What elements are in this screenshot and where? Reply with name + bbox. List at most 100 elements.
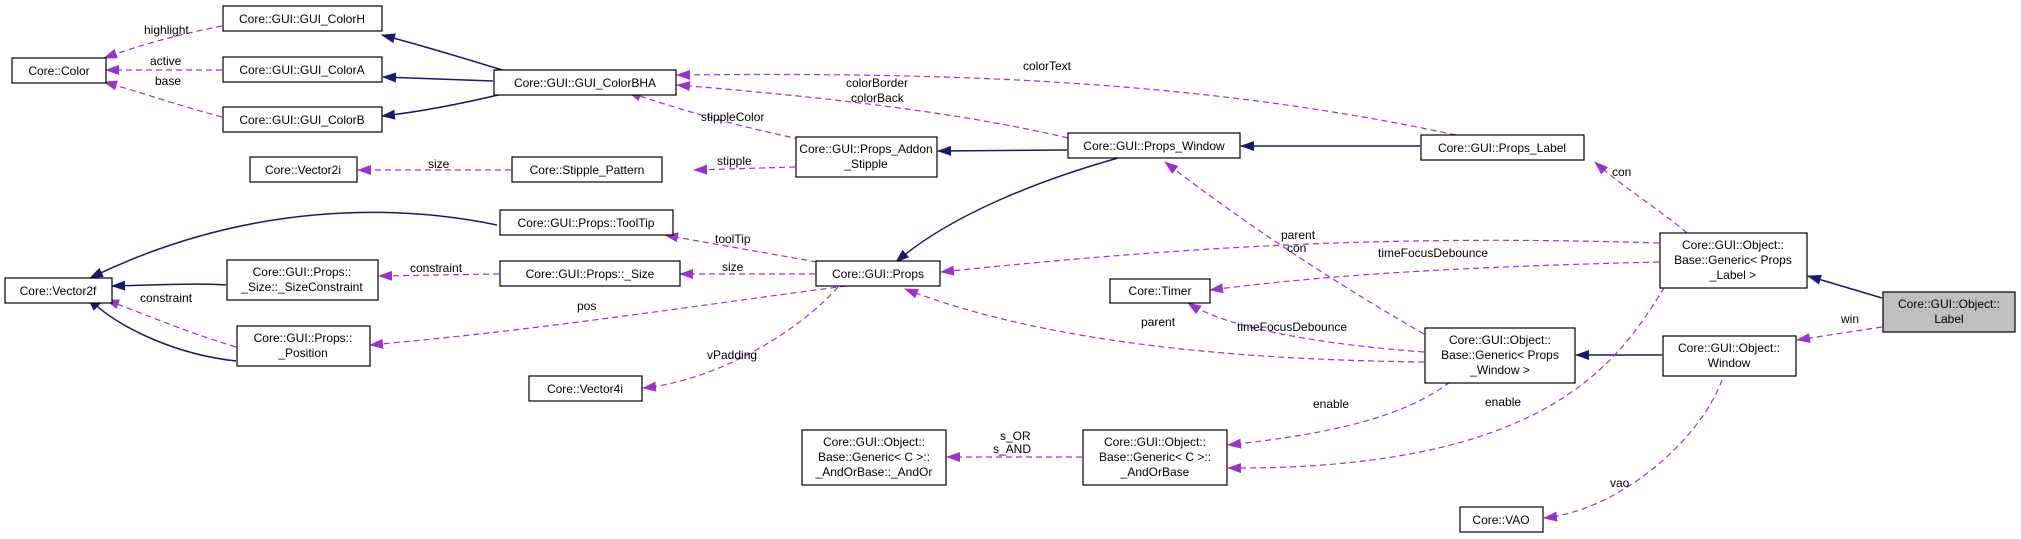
edge-label-s-or: s_OR bbox=[1000, 429, 1031, 443]
edge-label-win: win bbox=[1840, 312, 1859, 326]
node-props-size[interactable]: Core::GUI::Props::_Size bbox=[499, 260, 681, 287]
node-label: Core::GUI::Object:: bbox=[1449, 333, 1551, 347]
node-label: Core::GUI::GUI_ColorA bbox=[239, 63, 364, 77]
node-label: Core::GUI::Props::ToolTip bbox=[518, 216, 655, 230]
node-label: Core::GUI::Object:: bbox=[1104, 435, 1206, 449]
node-label: Core::GUI::GUI_ColorBHA bbox=[514, 76, 656, 90]
edge-label-tooltip: toolTip bbox=[715, 232, 751, 246]
node-label: Core::GUI::GUI_ColorB bbox=[239, 113, 364, 127]
edge-label-stipplecolor: stippleColor bbox=[701, 110, 764, 124]
edge-stipplecolor bbox=[627, 91, 821, 144]
node-size-constraint[interactable]: Core::GUI::Props:: _Size::_SizeConstrain… bbox=[226, 259, 379, 301]
edge-colortext bbox=[676, 69, 1457, 136]
edge-enable-genericwindow bbox=[1227, 381, 1451, 449]
node-props-window[interactable]: Core::GUI::Props_Window bbox=[1067, 132, 1241, 159]
edge-parent-genericwindow bbox=[904, 288, 1425, 363]
node-label: _AndOrBase bbox=[1120, 465, 1190, 479]
edge-highlight bbox=[103, 25, 223, 59]
edge-label-timefocus-genericlabel: timeFocusDebounce bbox=[1378, 246, 1488, 260]
nodes: Core::Color Core::GUI::GUI_ColorH Core::… bbox=[4, 5, 2016, 533]
node-core-timer[interactable]: Core::Timer bbox=[1109, 278, 1211, 304]
node-gui-colorb[interactable]: Core::GUI::GUI_ColorB bbox=[222, 106, 383, 133]
node-label: Core::Color bbox=[28, 64, 89, 78]
edge-labels: highlight active base colorText colorBor… bbox=[140, 23, 1859, 490]
node-label: Core::Timer bbox=[1129, 284, 1192, 298]
edge-colorbha-to-colorh bbox=[381, 33, 516, 75]
edge-colorborder bbox=[676, 81, 1069, 139]
node-label: Core::VAO bbox=[1472, 513, 1529, 527]
node-label: Core::GUI::Props:: bbox=[254, 331, 353, 345]
node-object-window[interactable]: Core::GUI::Object:: Window bbox=[1662, 335, 1797, 377]
node-label: Core::Vector2i bbox=[265, 163, 341, 177]
node-label: Base::Generic< Props bbox=[1441, 348, 1559, 362]
edge-timefocus-genericlabel bbox=[1209, 261, 1660, 294]
edge-label-colorborder: colorBorder bbox=[846, 76, 908, 90]
node-label: _Position bbox=[277, 346, 327, 360]
edge-label-highlight: highlight bbox=[144, 23, 189, 37]
node-stipple-pattern[interactable]: Core::Stipple_Pattern bbox=[511, 156, 663, 183]
node-label: Core::Stipple_Pattern bbox=[530, 163, 645, 177]
edge-label-constraint-size: constraint bbox=[410, 261, 463, 275]
node-andor[interactable]: Core::GUI::Object:: Base::Generic< C >::… bbox=[801, 429, 947, 486]
node-core-vao[interactable]: Core::VAO bbox=[1459, 506, 1544, 533]
node-core-vector4i[interactable]: Core::Vector4i bbox=[528, 375, 643, 402]
node-core-color[interactable]: Core::Color bbox=[11, 57, 107, 84]
edge-label-size-props: size bbox=[722, 260, 744, 274]
node-label: Core::GUI::GUI_ColorH bbox=[239, 12, 365, 26]
node-object-label[interactable]: Core::GUI::Object:: Label bbox=[1882, 291, 2016, 333]
edge-parent-genericlabel bbox=[940, 239, 1660, 276]
node-label: Core::GUI::Object:: bbox=[1678, 341, 1780, 355]
edge-con-propslabel bbox=[1594, 161, 1688, 234]
node-label: Base::Generic< C >:: bbox=[1099, 450, 1211, 464]
node-props-position[interactable]: Core::GUI::Props:: _Position bbox=[236, 325, 371, 367]
node-label: Core::Vector2f bbox=[20, 284, 97, 298]
node-core-vector2f[interactable]: Core::Vector2f bbox=[4, 277, 113, 304]
node-label: Core::GUI::Object:: bbox=[1898, 297, 2000, 311]
node-gui-props[interactable]: Core::GUI::Props bbox=[815, 260, 941, 287]
node-gui-colorh[interactable]: Core::GUI::GUI_ColorH bbox=[222, 5, 383, 32]
node-core-vector2i[interactable]: Core::Vector2i bbox=[249, 156, 358, 183]
edge-position-to-vector2f bbox=[87, 297, 237, 362]
node-label: Core::GUI::Object:: bbox=[823, 435, 925, 449]
edge-enable-genericlabel bbox=[1227, 261, 1681, 474]
edge-label-colortext: colorText bbox=[1023, 59, 1072, 73]
edge-propswindow-to-addonstipple bbox=[937, 145, 1068, 156]
node-label: Core::Vector4i bbox=[547, 382, 623, 396]
node-props-label[interactable]: Core::GUI::Props_Label bbox=[1420, 134, 1585, 161]
edge-label-colorback: colorBack bbox=[851, 91, 905, 105]
node-generic-props-label[interactable]: Core::GUI::Object:: Base::Generic< Props… bbox=[1659, 232, 1808, 289]
edge-pos bbox=[369, 285, 847, 349]
node-label: _Window > bbox=[1469, 363, 1530, 377]
node-label: Core::GUI::Props::_Size bbox=[526, 267, 655, 281]
edge-label-size-vector2i: size bbox=[428, 157, 450, 171]
edge-base bbox=[103, 80, 223, 118]
node-gui-colora[interactable]: Core::GUI::GUI_ColorA bbox=[222, 56, 383, 83]
node-gui-colorbha[interactable]: Core::GUI::GUI_ColorBHA bbox=[493, 69, 677, 96]
edge-label-enable-genericwindow: enable bbox=[1313, 397, 1349, 411]
edge-vpadding bbox=[642, 286, 839, 392]
node-generic-props-window[interactable]: Core::GUI::Object:: Base::Generic< Props… bbox=[1424, 327, 1576, 384]
edge-colorbha-to-colora bbox=[382, 72, 494, 83]
node-props-addon-stipple[interactable]: Core::GUI::Props_Addon _Stipple bbox=[795, 136, 938, 178]
edge-label-pos: pos bbox=[577, 299, 596, 313]
edge-label-stipple: stipple bbox=[717, 154, 752, 168]
node-label: Window bbox=[1708, 356, 1751, 370]
edge-timefocus-genericwindow bbox=[1187, 302, 1425, 353]
edge-label-active: active bbox=[150, 54, 182, 68]
node-props-tooltip[interactable]: Core::GUI::Props::ToolTip bbox=[499, 209, 674, 236]
node-label: _Stipple bbox=[843, 157, 888, 171]
edge-label-constraint-position: constraint bbox=[140, 291, 193, 305]
edge-label-s-and: s_AND bbox=[993, 442, 1031, 456]
edge-size-to-vector2f bbox=[89, 211, 498, 279]
node-label: Label bbox=[1934, 312, 1963, 326]
node-label: Base::Generic< C >:: bbox=[818, 450, 930, 464]
edge-propswindow-to-props bbox=[895, 157, 1119, 263]
node-label: Core::GUI::Props bbox=[832, 267, 924, 281]
edge-label-enable-genericlabel: enable bbox=[1485, 395, 1521, 409]
node-andor-base[interactable]: Core::GUI::Object:: Base::Generic< C >::… bbox=[1082, 429, 1228, 486]
edge-label-parent-genericwindow: parent bbox=[1141, 315, 1176, 329]
edge-label-con-propslabel: con bbox=[1612, 165, 1631, 179]
node-label: Core::GUI::Props_Label bbox=[1438, 141, 1566, 155]
edge-label-con-genericwindow: con bbox=[1287, 241, 1306, 255]
